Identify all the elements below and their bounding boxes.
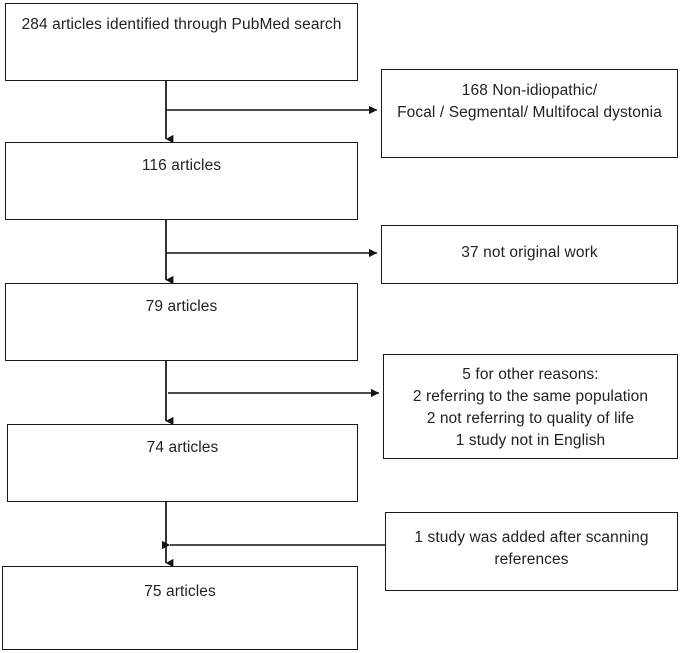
- node-excluded-other-reasons-label: 5 for other reasons: 2 referring to the …: [412, 366, 649, 449]
- node-articles-74-label: 74 articles: [146, 439, 219, 456]
- node-identified-label: 284 articles identified through PubMed s…: [21, 16, 342, 33]
- node-excluded-other-reasons: 5 for other reasons: 2 referring to the …: [383, 354, 678, 459]
- node-articles-75: 75 articles: [2, 566, 358, 650]
- node-articles-75-label: 75 articles: [144, 583, 216, 600]
- node-excluded-not-original: 37 not original work: [381, 225, 678, 284]
- node-articles-79-label: 79 articles: [145, 298, 218, 315]
- node-added-from-references-label: 1 study was added after scanning referen…: [414, 529, 649, 568]
- node-identified: 284 articles identified through PubMed s…: [5, 3, 358, 81]
- node-excluded-nonidiopathic-label: 168 Non-idiopathic/ Focal / Segmental/ M…: [397, 82, 662, 121]
- node-added-from-references: 1 study was added after scanning referen…: [385, 512, 678, 591]
- node-articles-74: 74 articles: [7, 424, 358, 502]
- node-excluded-nonidiopathic: 168 Non-idiopathic/ Focal / Segmental/ M…: [381, 69, 678, 158]
- node-articles-116-label: 116 articles: [141, 157, 222, 174]
- node-excluded-not-original-label: 37 not original work: [461, 244, 598, 261]
- node-articles-79: 79 articles: [5, 283, 358, 361]
- node-articles-116: 116 articles: [5, 142, 358, 220]
